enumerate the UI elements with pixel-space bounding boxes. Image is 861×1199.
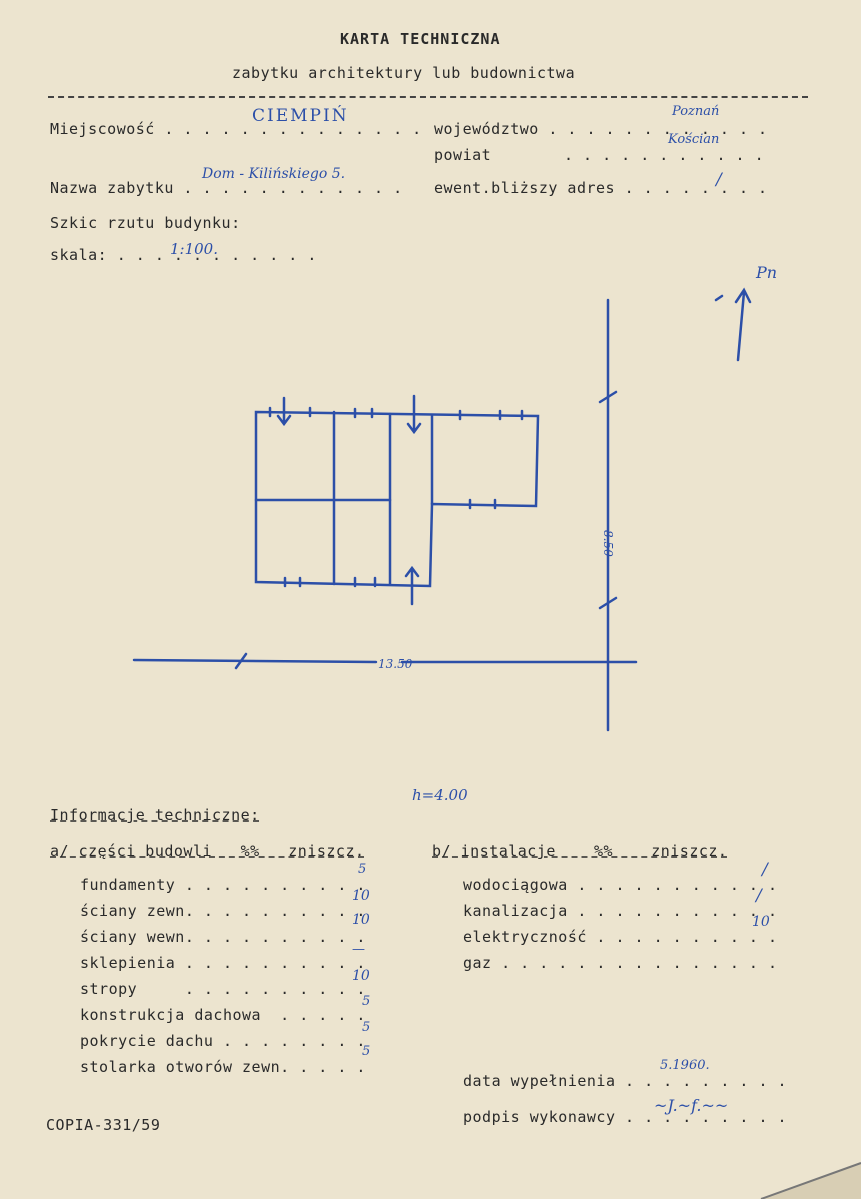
date-value: 5.1960. xyxy=(660,1058,710,1073)
nazwa-zabytku-value: Dom - Kilińskiego 5. xyxy=(202,166,346,182)
miejscowosc-label: Miejscowość . . . . . . . . . . . . . . xyxy=(50,120,422,138)
document-title: KARTA TECHNICZNA xyxy=(340,30,501,48)
signature-value: ~J.~f.~~ xyxy=(654,1096,729,1115)
adres-label: ewent.bliższy adres . . . . . . . . xyxy=(434,179,768,197)
list-item: sklepienia . . . . . . . . . . xyxy=(80,954,366,972)
installations-header: b/ instalacje %% zniszcz. xyxy=(432,842,728,860)
list-item: pokrycie dachu . . . . . . . . xyxy=(80,1032,366,1050)
list-item-value: 5 xyxy=(358,862,367,877)
list-item: kanalizacja . . . . . . . . . . . xyxy=(463,902,778,920)
list-item-value: 10 xyxy=(352,968,370,984)
header-divider xyxy=(48,96,808,98)
powiat-value: Kościan xyxy=(668,132,720,147)
powiat-dots: . . . . . . . . . . . xyxy=(564,146,765,164)
list-item: ściany wewn. . . . . . . . . . xyxy=(80,928,366,946)
wojewodztwo-value: Poznań xyxy=(672,104,720,119)
list-item-value: — xyxy=(352,942,365,957)
height-label: h=4.00 xyxy=(412,786,468,804)
list-item: wodociągowa . . . . . . . . . . . xyxy=(463,876,778,894)
document-subtitle: zabytku architektury lub budownictwa xyxy=(232,64,576,82)
powiat-label: powiat xyxy=(434,146,492,164)
north-label: Pn xyxy=(755,263,777,282)
list-item: fundamenty . . . . . . . . . . xyxy=(80,876,366,894)
info-heading: Informacje techniczne: xyxy=(50,806,260,824)
list-item-value: 10 xyxy=(352,888,370,904)
list-item-value: / xyxy=(756,886,762,906)
adres-value: / xyxy=(716,170,722,190)
list-item: elektryczność . . . . . . . . . . xyxy=(463,928,778,946)
signature-label: podpis wykonawcy . . . . . . . . . xyxy=(463,1108,788,1126)
date-label: data wypełnienia . . . . . . . . . xyxy=(463,1072,788,1090)
list-item-value: 10 xyxy=(752,914,770,930)
list-item: stolarka otworów zewn. . . . . xyxy=(80,1058,366,1076)
paper-corner-fold xyxy=(760,1162,861,1199)
skala-value: 1:100. xyxy=(170,240,218,258)
parts-header: a/ części budowli %% zniszcz. xyxy=(50,842,365,860)
wojewodztwo-label: województwo . . . . . . . . . . . . xyxy=(434,120,768,138)
depth-dimension-label: 8.50 xyxy=(601,530,615,557)
list-item-value: 5 xyxy=(362,1020,371,1035)
miejscowosc-value: CIEMPIŃ xyxy=(252,106,349,126)
list-item: gaz . . . . . . . . . . . . . . . xyxy=(463,954,778,972)
list-item-value: 5 xyxy=(362,994,371,1009)
list-item-value: 10 xyxy=(352,912,370,928)
szkic-label: Szkic rzutu budynku: xyxy=(50,214,241,232)
list-item: ściany zewn. . . . . . . . . . xyxy=(80,902,366,920)
list-item-value: / xyxy=(762,860,768,880)
list-item: stropy . . . . . . . . . . xyxy=(80,980,366,998)
list-item: konstrukcja dachowa . . . . . xyxy=(80,1006,366,1024)
width-dimension-label: 13.50 xyxy=(378,657,413,671)
nazwa-zabytku-label: Nazwa zabytku . . . . . . . . . . . . xyxy=(50,179,403,197)
copy-code: COPIA-331/59 xyxy=(46,1116,161,1134)
list-item-value: 5 xyxy=(362,1044,371,1059)
skala-label: skala: . . . . . . . . . . . xyxy=(50,246,317,264)
